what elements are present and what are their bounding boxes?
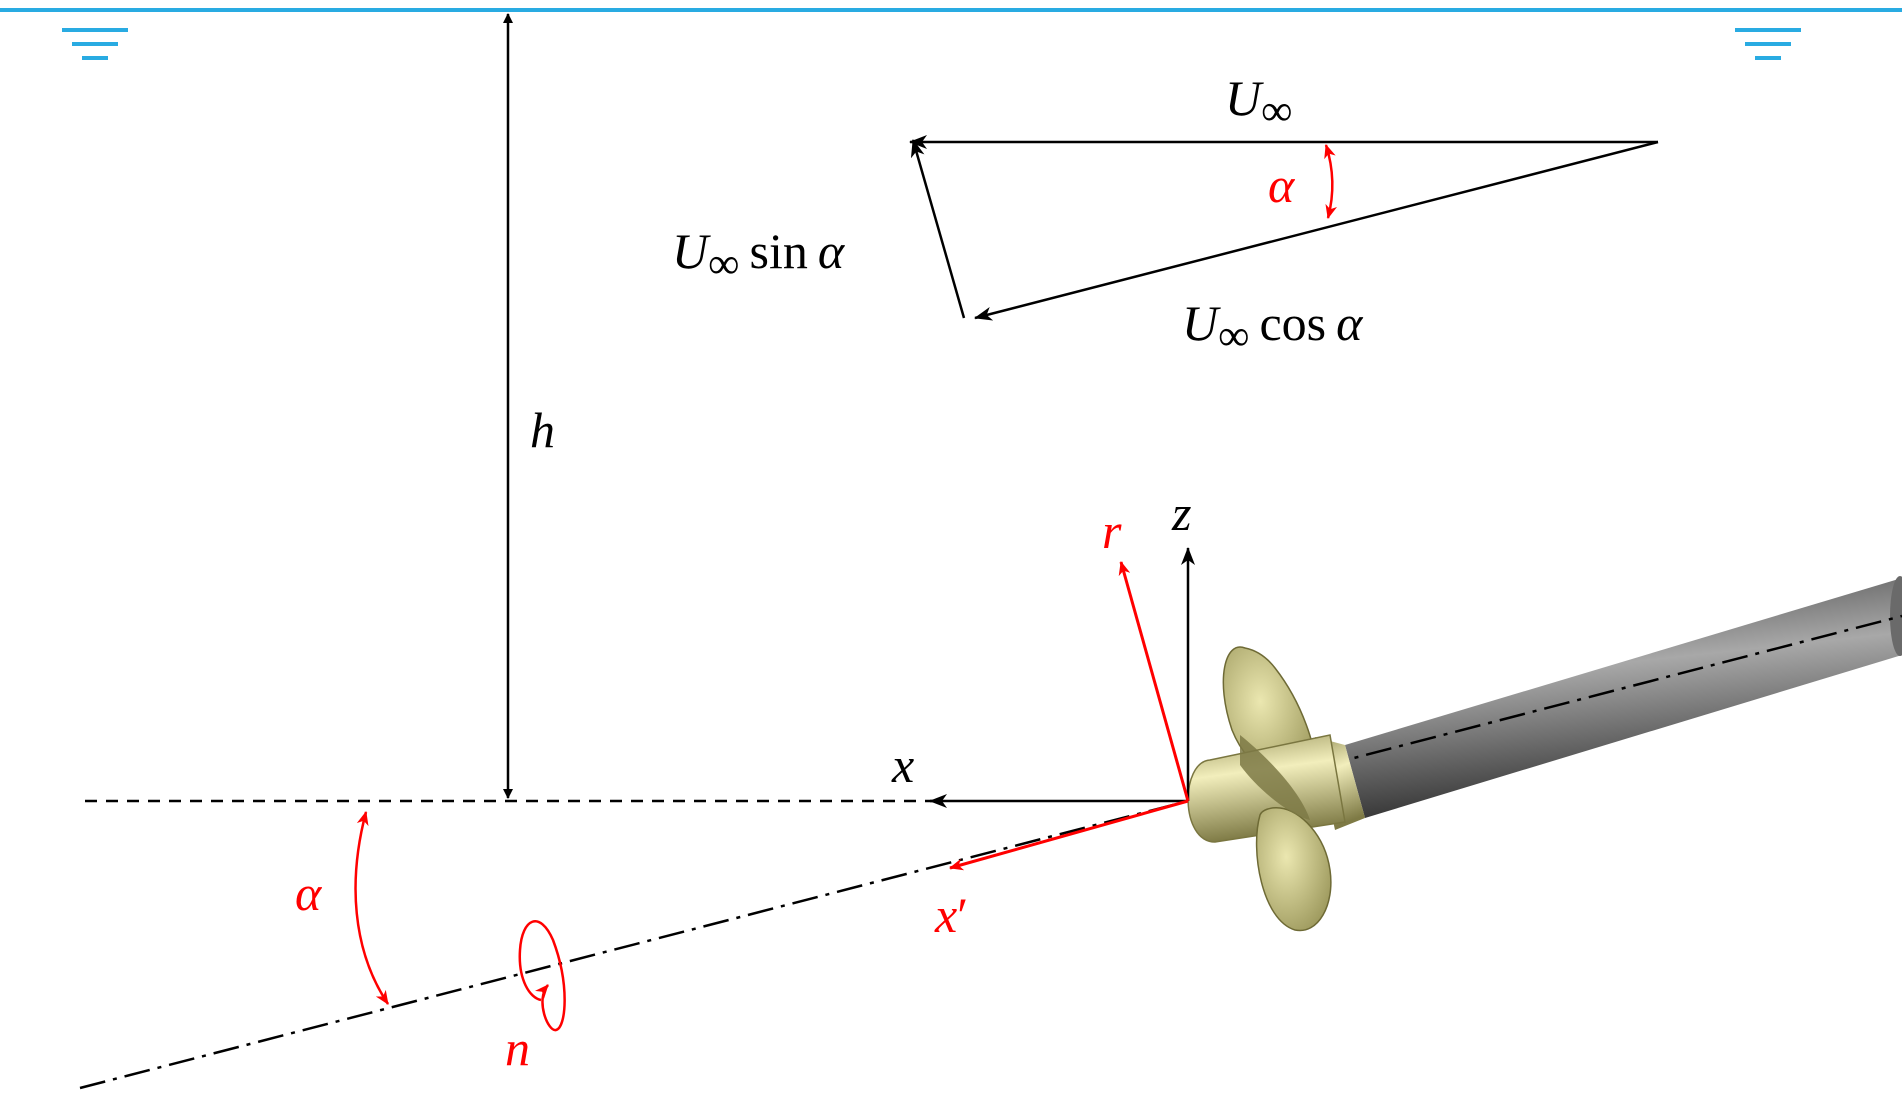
velocity-triangle <box>909 135 1659 321</box>
alpha-angle-arc-triangle <box>1324 144 1338 219</box>
alpha-label: α <box>295 865 323 921</box>
water-level-icon <box>62 28 128 60</box>
shaft-axis-line <box>79 799 1189 1090</box>
u-inf-label: U∞ <box>1225 70 1292 135</box>
r-axis-label: r <box>1102 503 1122 559</box>
propeller-blade-lower <box>1255 807 1332 932</box>
x-prime-axis-label: x′ <box>934 887 968 943</box>
shaft-centerline <box>1187 614 1902 803</box>
u-inf-cos-vector <box>974 140 1659 321</box>
water-level-icon <box>1735 28 1801 60</box>
rotation-label: n <box>505 1020 530 1076</box>
propeller-blade-back <box>1240 735 1310 820</box>
rotation-arrow-icon <box>518 920 566 1032</box>
x-axis-label: x <box>891 737 914 793</box>
x-prime-axis-arrow <box>949 799 1189 871</box>
z-axis-label: z <box>1171 485 1191 541</box>
alpha-angle-arc <box>354 811 390 1005</box>
u-inf-sin-vector <box>910 139 966 319</box>
alpha-label-triangle: α <box>1268 157 1296 213</box>
propeller <box>1187 646 1365 932</box>
propeller-shaft <box>1345 576 1902 818</box>
r-axis-arrow <box>1118 561 1190 802</box>
depth-label: h <box>530 402 555 458</box>
